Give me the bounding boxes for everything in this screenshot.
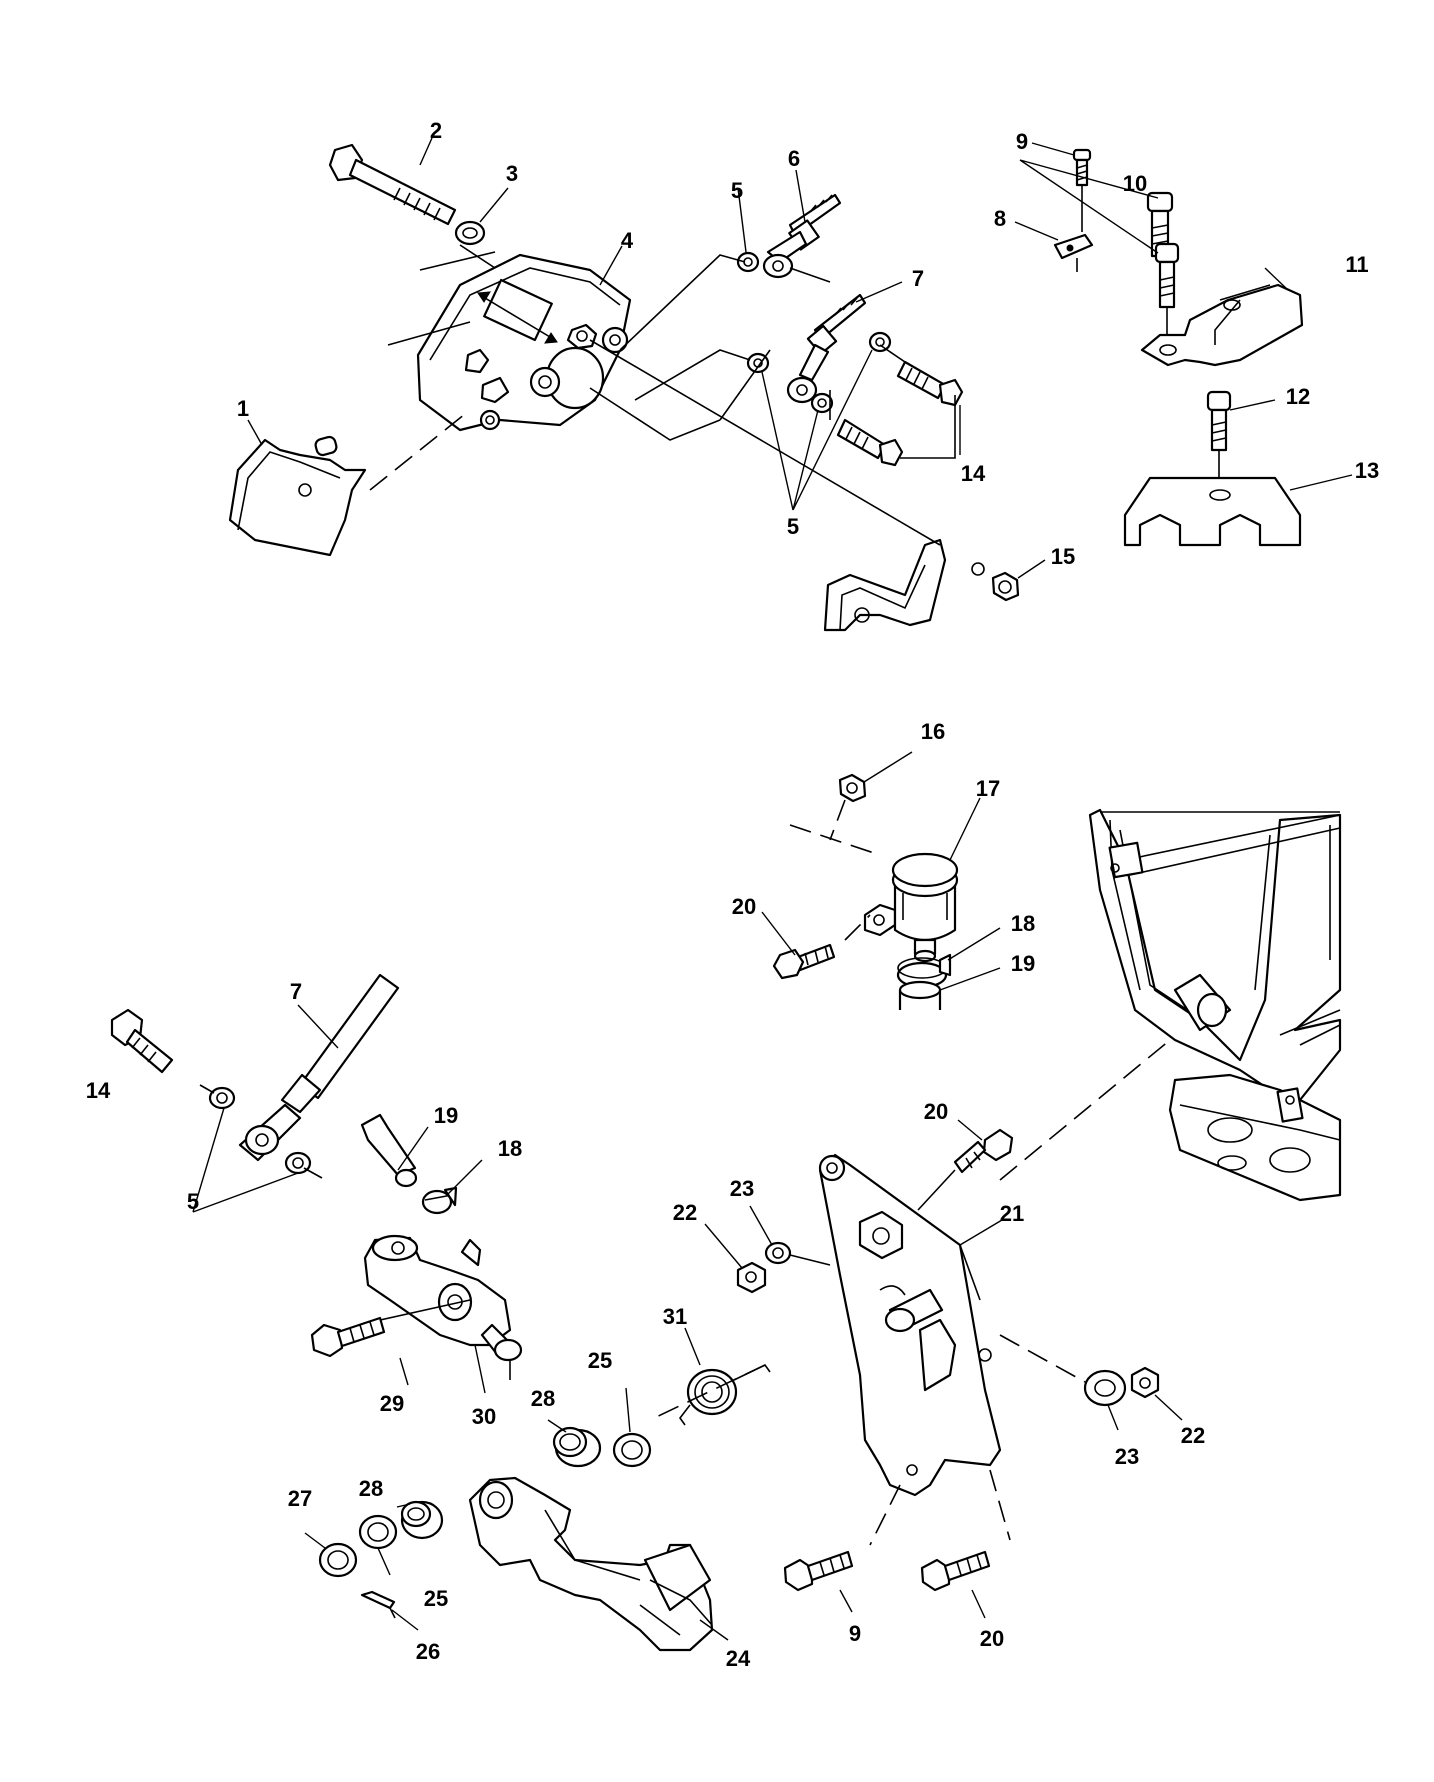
- bolt-20-upper: [772, 943, 836, 980]
- washer-27: [318, 1542, 358, 1578]
- bolt-20-middle: [953, 1128, 1014, 1174]
- label-part-11: 11: [1345, 252, 1368, 277]
- nut-22-right: [1130, 1366, 1160, 1399]
- label-part-6: 6: [788, 146, 800, 171]
- bolt-9-bottom: [783, 1550, 854, 1592]
- label-part-23: 23: [1115, 1444, 1139, 1469]
- label-part-7: 7: [290, 979, 302, 1004]
- banjo-bolt-14-a: [896, 360, 964, 407]
- nut-16: [838, 773, 867, 803]
- screw-9-top: [1072, 148, 1092, 232]
- brake-line-lower-top: [786, 293, 867, 404]
- guide-lines-bottom: [379, 1039, 1171, 1546]
- washer-23-right: [1083, 1369, 1127, 1407]
- label-part-9: 9: [849, 1621, 861, 1646]
- part-labels: 1 2 3 4 5 6 7 5 14 8 9 10 11 12 13 15 16…: [86, 118, 1379, 1671]
- clip-8: [1053, 233, 1094, 272]
- label-part-5: 5: [787, 514, 799, 539]
- pedal-mount-plate-21: [818, 1153, 1002, 1497]
- hose-clamp-18-bottom: [421, 1186, 458, 1215]
- label-part-29: 29: [380, 1391, 404, 1416]
- label-part-27: 27: [288, 1486, 312, 1511]
- washer-25-upper: [612, 1432, 652, 1468]
- label-part-9: 9: [1016, 129, 1028, 154]
- leader-lines: [192, 137, 1353, 1641]
- label-part-2: 2: [430, 118, 442, 143]
- washer-25-lower: [358, 1514, 398, 1550]
- label-part-18: 18: [498, 1136, 522, 1161]
- return-spring-31: [679, 1363, 771, 1426]
- bolt-12: [1206, 390, 1232, 490]
- bushing-28-lower: [400, 1500, 444, 1540]
- label-part-20: 20: [732, 894, 756, 919]
- label-part-31: 31: [663, 1304, 687, 1329]
- bolt-10-b: [1154, 242, 1180, 345]
- nut-15: [991, 571, 1020, 602]
- label-part-4: 4: [621, 228, 634, 253]
- hose-19-bottom: [360, 1113, 418, 1188]
- brake-pad: [228, 435, 367, 557]
- washer-5-e: [208, 1086, 236, 1110]
- saddle-plate-13: [1123, 476, 1302, 547]
- clamp-11: [1140, 283, 1304, 367]
- label-part-17: 17: [976, 776, 1000, 801]
- label-part-14: 14: [961, 461, 986, 486]
- label-part-22: 22: [1181, 1423, 1205, 1448]
- brake-line-upper: [762, 193, 842, 279]
- label-part-1: 1: [237, 396, 249, 421]
- label-part-13: 13: [1355, 458, 1379, 483]
- washer-5-c: [810, 392, 834, 414]
- label-part-7: 7: [912, 266, 924, 291]
- label-part-22: 22: [673, 1200, 697, 1225]
- nut-22-left: [736, 1261, 767, 1294]
- label-part-20: 20: [924, 1099, 948, 1124]
- label-part-23: 23: [730, 1176, 754, 1201]
- label-part-28: 28: [531, 1386, 555, 1411]
- frame-structure: [1088, 808, 1342, 1202]
- washer-23-left: [764, 1241, 792, 1265]
- label-part-24: 24: [726, 1646, 751, 1671]
- bolt-29: [310, 1316, 386, 1358]
- caliper-body: [416, 253, 632, 432]
- bolt-20-bottom: [920, 1550, 991, 1592]
- label-part-15: 15: [1051, 544, 1075, 569]
- label-part-14: 14: [86, 1078, 111, 1103]
- brake-pedal-24: [468, 1476, 714, 1652]
- label-part-25: 25: [588, 1348, 612, 1373]
- label-part-5: 5: [731, 178, 743, 203]
- label-part-19: 19: [434, 1103, 458, 1128]
- label-part-26: 26: [416, 1639, 440, 1664]
- guide-lines-top: [369, 244, 956, 546]
- hose-19-upper: [898, 980, 942, 1010]
- label-part-10: 10: [1123, 171, 1147, 196]
- cotter-pin-26: [360, 1590, 396, 1619]
- brake-line-7-bottom: [238, 973, 400, 1162]
- label-part-19: 19: [1011, 951, 1035, 976]
- label-part-30: 30: [472, 1404, 496, 1429]
- washer-5-a: [736, 251, 760, 273]
- label-part-16: 16: [921, 719, 945, 744]
- bushing-28-upper: [552, 1426, 602, 1468]
- label-part-5: 5: [187, 1189, 199, 1214]
- washer-5-d: [868, 331, 892, 353]
- frame-bracket-top: [823, 538, 985, 632]
- label-part-12: 12: [1286, 384, 1310, 409]
- label-part-21: 21: [1000, 1201, 1024, 1226]
- reservoir-17: [863, 852, 959, 963]
- washer-3: [454, 220, 486, 246]
- banjo-bolt-14-b: [836, 418, 904, 467]
- label-part-28: 28: [359, 1476, 383, 1501]
- caliper-bolt: [328, 143, 457, 226]
- label-part-8: 8: [994, 206, 1006, 231]
- banjo-bolt-14-bottom: [110, 1008, 174, 1074]
- label-part-25: 25: [424, 1586, 448, 1611]
- label-part-18: 18: [1011, 911, 1035, 936]
- label-part-3: 3: [506, 161, 518, 186]
- label-part-20: 20: [980, 1626, 1004, 1651]
- master-cylinder-30: [363, 1234, 523, 1362]
